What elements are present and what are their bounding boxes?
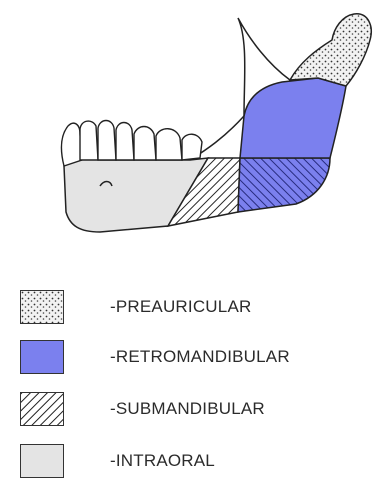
tooth	[116, 123, 134, 161]
retromandibular-region	[240, 78, 346, 158]
legend-row-submandibular: -SUBMANDIBULAR	[0, 392, 377, 432]
preauricular-swatch	[20, 290, 64, 324]
legend-row-intraoral: -INTRAORAL	[0, 444, 377, 484]
preauricular-region	[290, 14, 371, 86]
intraoral-swatch	[20, 444, 64, 478]
legend-label-preauricular: -PREAURICULAR	[110, 297, 251, 317]
tooth	[182, 134, 202, 160]
retromandibular-lower-region	[238, 158, 330, 212]
retromandibular-swatch	[20, 340, 64, 374]
legend-label-retromandibular: -RETROMANDIBULAR	[110, 347, 290, 367]
legend-row-retromandibular: -RETROMANDIBULAR	[0, 340, 377, 380]
tooth	[61, 123, 82, 166]
legend-row-preauricular: -PREAURICULAR	[0, 290, 377, 330]
legend-label-submandibular: -SUBMANDIBULAR	[110, 399, 265, 419]
mandible-diagram	[0, 0, 377, 260]
legend-label-intraoral: -INTRAORAL	[110, 451, 215, 471]
tooth	[156, 129, 182, 160]
tooth	[80, 121, 98, 160]
teeth	[61, 121, 202, 167]
tooth	[134, 127, 156, 161]
tooth	[98, 121, 116, 161]
submandibular-swatch	[20, 392, 64, 426]
